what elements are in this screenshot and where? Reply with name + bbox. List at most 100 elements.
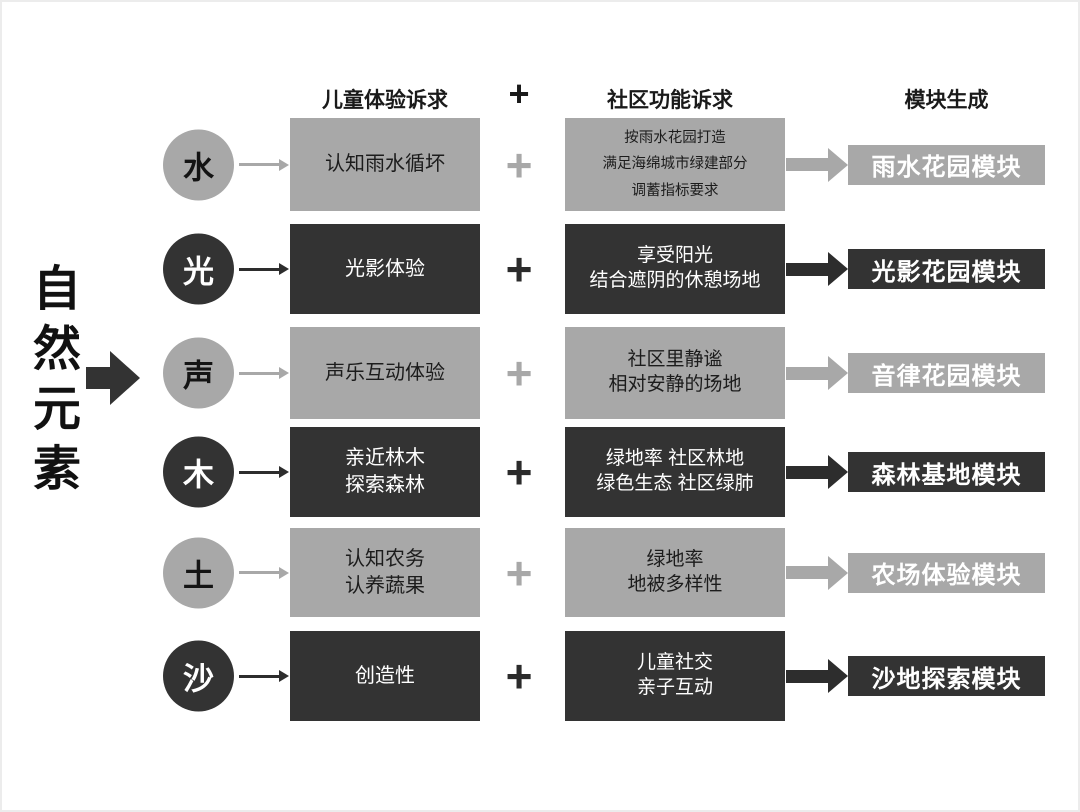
community-text: 享受阳光 结合遮阴的休憩场地 xyxy=(589,245,761,291)
arrow-shaft xyxy=(786,262,828,276)
element-label: 声 xyxy=(183,358,214,394)
header-plus-sign: + xyxy=(508,73,530,114)
arrow-head xyxy=(110,351,140,405)
element-label: 土 xyxy=(183,558,214,593)
arrow-shaft xyxy=(786,158,828,171)
module-box: 沙地探索模块 xyxy=(848,656,1045,696)
plus-sign: + xyxy=(505,347,533,399)
module-text: 沙地探索模块 xyxy=(871,665,1022,693)
arrow-shaft xyxy=(786,566,828,579)
module-box: 农场体验模块 xyxy=(848,552,1045,593)
element-label: 木 xyxy=(183,457,214,493)
arrow-shaft xyxy=(86,367,110,389)
thick-right-arrow-icon xyxy=(786,147,848,182)
community-box: 按雨水花园打造 满足海绵城市绿建部分 调蓄指标要求 xyxy=(565,118,785,211)
header-community: 社区功能诉求 xyxy=(607,89,733,112)
row-sand: 沙 创造性 + 儿童社交 亲子互动 沙地探索模块 xyxy=(0,631,1080,721)
arrow-shaft xyxy=(239,571,279,574)
arrow-head xyxy=(279,670,289,682)
experience-box: 认知农务 认养蔬果 xyxy=(290,528,480,617)
community-text: 按雨水花园打造 满足海绵城市绿建部分 调蓄指标要求 xyxy=(602,130,748,199)
arrow-shaft xyxy=(786,669,828,683)
right-arrow-icon xyxy=(239,158,289,171)
row-sound: 声 声乐互动体验 + 社区里静谧 相对安静的场地 音律花园模块 xyxy=(0,327,1080,419)
thick-right-arrow-icon xyxy=(786,659,848,693)
experience-text: 声乐互动体验 xyxy=(325,361,445,384)
arrow-shaft xyxy=(786,465,828,479)
element-label: 沙 xyxy=(183,661,214,697)
community-box: 儿童社交 亲子互动 xyxy=(565,631,785,721)
element-label: 光 xyxy=(183,254,214,290)
header-module: 模块生成 xyxy=(904,89,989,112)
plus-sign: + xyxy=(505,138,533,191)
arrow-head xyxy=(279,367,289,379)
arrow-head xyxy=(279,466,289,478)
module-text: 光影花园模块 xyxy=(871,258,1022,286)
module-box: 雨水花园模块 xyxy=(848,144,1045,185)
experience-box: 认知雨水循坏 xyxy=(290,118,480,211)
module-text: 森林基地模块 xyxy=(871,461,1022,489)
module-box: 森林基地模块 xyxy=(848,452,1045,492)
row-soil: 土 认知农务 认养蔬果 + 绿地率 地被多样性 农场体验模块 xyxy=(0,528,1080,617)
plus-sign: + xyxy=(505,243,533,295)
arrow-head xyxy=(828,252,848,286)
community-text: 儿童社交 亲子互动 xyxy=(636,652,713,698)
element-circle-sound: 声 xyxy=(163,337,234,409)
arrow-head xyxy=(828,356,848,390)
module-text: 雨水花园模块 xyxy=(871,154,1022,181)
element-circle-soil: 土 xyxy=(163,537,234,608)
thick-right-arrow-icon xyxy=(786,455,848,489)
experience-box: 声乐互动体验 xyxy=(290,327,480,419)
arrow-head xyxy=(828,659,848,693)
right-arrow-icon xyxy=(239,566,289,579)
plus-sign: + xyxy=(505,446,533,498)
experience-text: 创造性 xyxy=(355,664,415,687)
community-box: 绿地率 社区林地 绿色生态 社区绿肺 xyxy=(565,427,785,517)
experience-text: 认知雨水循坏 xyxy=(325,153,445,175)
module-box: 音律花园模块 xyxy=(848,353,1045,393)
element-circle-water: 水 xyxy=(163,129,234,200)
thick-right-arrow-icon xyxy=(786,252,848,286)
row-light: 光 光影体验 + 享受阳光 结合遮阴的休憩场地 光影花园模块 xyxy=(0,224,1080,314)
community-text: 社区里静谧 相对安静的场地 xyxy=(608,349,742,395)
arrow-head xyxy=(828,555,848,590)
right-arrow-icon xyxy=(239,670,289,682)
arrow-shaft xyxy=(786,366,828,380)
arrow-shaft xyxy=(239,163,279,166)
element-circle-wood: 木 xyxy=(163,436,234,508)
community-box: 享受阳光 结合遮阴的休憩场地 xyxy=(565,224,785,314)
experience-text: 光影体验 xyxy=(345,257,425,280)
arrow-shaft xyxy=(239,674,279,678)
right-arrow-icon xyxy=(239,466,289,478)
module-box: 光影花园模块 xyxy=(848,249,1045,289)
arrow-shaft xyxy=(239,267,279,271)
row-wood: 木 亲近林木 探索森林 + 绿地率 社区林地 绿色生态 社区绿肺 森林基地模块 xyxy=(0,427,1080,517)
arrow-head xyxy=(279,158,289,171)
header-experience: 儿童体验诉求 xyxy=(322,89,448,112)
arrow-shaft xyxy=(239,470,279,474)
arrow-head xyxy=(279,263,289,275)
element-circle-sand: 沙 xyxy=(163,640,234,712)
natural-elements-title: 自然元素 xyxy=(32,263,81,496)
experience-text: 认知农务 认养蔬果 xyxy=(345,547,425,597)
arrow-head xyxy=(828,455,848,489)
element-label: 水 xyxy=(183,150,214,185)
title-right-arrow-icon xyxy=(86,351,140,405)
experience-text: 亲近林木 探索森林 xyxy=(345,447,425,496)
community-text: 绿地率 社区林地 绿色生态 社区绿肺 xyxy=(596,448,754,494)
thick-right-arrow-icon xyxy=(786,555,848,590)
community-box: 社区里静谧 相对安静的场地 xyxy=(565,327,785,419)
thick-right-arrow-icon xyxy=(786,356,848,390)
right-arrow-icon xyxy=(239,263,289,275)
module-text: 农场体验模块 xyxy=(871,562,1022,589)
arrow-shaft xyxy=(239,371,279,375)
module-text: 音律花园模块 xyxy=(871,362,1022,390)
plus-sign: + xyxy=(505,546,533,599)
community-box: 绿地率 地被多样性 xyxy=(565,528,785,617)
arrow-head xyxy=(279,566,289,579)
plus-sign: + xyxy=(505,650,533,702)
right-arrow-icon xyxy=(239,367,289,379)
element-circle-light: 光 xyxy=(163,233,234,305)
experience-box: 光影体验 xyxy=(290,224,480,314)
